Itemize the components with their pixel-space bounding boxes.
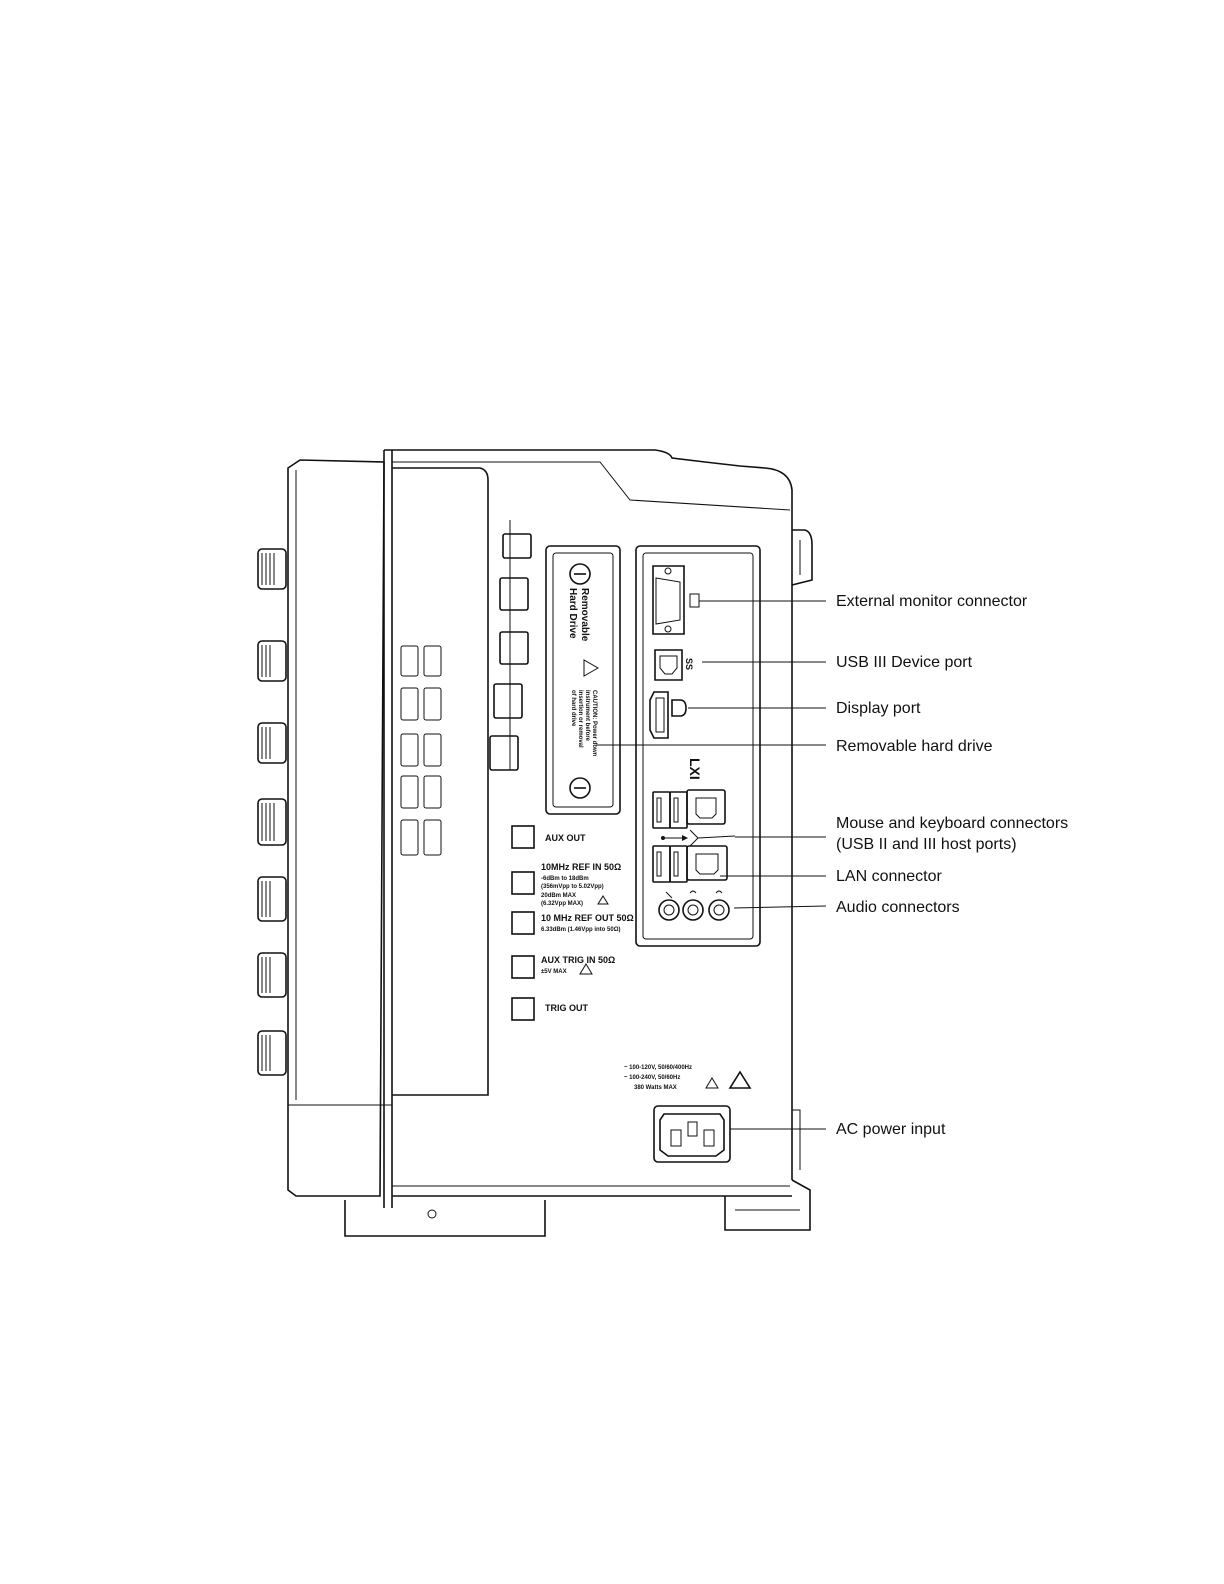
warning-icon — [597, 895, 609, 905]
rear-bnc-aux-out[interactable]: AUX OUT — [511, 825, 586, 849]
removable-hard-drive[interactable]: Removable Hard Drive CAUTION: Power down… — [545, 545, 621, 815]
caution-text-1: CAUTION: Power down — [591, 690, 597, 757]
callout-ac-power: AC power input — [836, 1121, 946, 1138]
usb-host-ports-upper[interactable] — [652, 789, 726, 829]
callout-display-port: Display port — [836, 700, 921, 717]
speaker-icon — [689, 890, 697, 894]
ref-in-line-3: 20dBm MAX — [541, 893, 576, 899]
rear-bnc-ref-in[interactable]: 10MHz REF IN 50Ω -6dBm to 18dBm (356mVpp… — [511, 862, 621, 907]
vga-connector[interactable] — [652, 565, 700, 635]
line-in-icon — [715, 890, 723, 894]
rear-bnc-ref-out[interactable]: 10 MHz REF OUT 50Ω 6.33dBm (1.46Vpp into… — [511, 911, 634, 935]
aux-trig-line-1: ±5V MAX — [541, 969, 567, 975]
ac-power-inlet[interactable] — [653, 1105, 731, 1163]
callout-removable-drive: Removable hard drive — [836, 738, 993, 755]
power-line-1: ~ 100-120V, 50/60/400Hz — [624, 1065, 692, 1071]
usb-symbol-icon — [661, 829, 736, 847]
ref-in-title: 10MHz REF IN 50Ω — [541, 862, 621, 872]
lxi-logo-icon: LXI — [687, 758, 703, 780]
usb-host-ports-lower[interactable] — [652, 845, 688, 883]
warning-icon — [705, 1077, 719, 1089]
mic-icon — [665, 891, 673, 899]
displayport-logo-icon — [671, 699, 687, 717]
leader-lines — [596, 600, 827, 1130]
ref-in-line-4: (6.32Vpp MAX) — [541, 901, 583, 907]
aux-trig-title: AUX TRIG IN 50Ω — [541, 955, 615, 965]
warning-icon — [579, 963, 593, 975]
usb3-logo-icon: SS — [684, 658, 694, 670]
removable-drive-label-2: Hard Drive — [567, 588, 578, 639]
callout-usb3-device: USB III Device port — [836, 654, 973, 671]
power-line-2: ~ 100-240V, 50/60Hz — [624, 1075, 680, 1081]
vent-slots — [400, 645, 442, 856]
caution-text-2: instrument before — [584, 690, 590, 742]
bnc-connectors — [489, 520, 532, 771]
ref-out-line-1: 6.33dBm (1.46Vpp into 50Ω) — [541, 927, 621, 933]
display-port[interactable] — [649, 691, 687, 739]
audio-jacks[interactable] — [658, 890, 730, 921]
io-panel: SS LXI — [635, 545, 761, 947]
rear-bnc-aux-trig-in[interactable]: AUX TRIG IN 50Ω ±5V MAX — [511, 955, 615, 979]
ref-out-title: 10 MHz REF OUT 50Ω — [541, 913, 634, 923]
callout-external-monitor: External monitor connector — [836, 593, 1028, 610]
callout-mouse-keyboard-1: Mouse and keyboard connectors — [836, 815, 1069, 832]
callout-audio: Audio connectors — [836, 899, 960, 916]
callout-mouse-keyboard-2: (USB II and III host ports) — [836, 836, 1017, 853]
front-knobs — [257, 548, 287, 1076]
caution-icon — [583, 659, 600, 677]
caution-text-3: insertion or removal — [577, 690, 583, 748]
callout-lan: LAN connector — [836, 868, 942, 885]
lan-port[interactable] — [686, 845, 728, 881]
rear-bnc-trig-out[interactable]: TRIG OUT — [511, 997, 588, 1021]
aux-out-label: AUX OUT — [545, 833, 586, 843]
ref-in-line-2: (356mVpp to 5.02Vpp) — [541, 884, 604, 890]
power-rating: ~ 100-120V, 50/60/400Hz ~ 100-240V, 50/6… — [624, 1065, 752, 1091]
ref-in-line-1: -6dBm to 18dBm — [541, 876, 589, 882]
removable-drive-label: Removable — [579, 588, 590, 642]
instrument-body — [287, 449, 813, 1237]
caution-text-4: of hard drive — [570, 690, 576, 727]
shock-warning-icon — [728, 1070, 752, 1089]
trig-out-label: TRIG OUT — [545, 1003, 588, 1013]
usb3-device-port[interactable]: SS — [654, 649, 694, 681]
power-line-3: 380 Watts MAX — [634, 1085, 677, 1091]
